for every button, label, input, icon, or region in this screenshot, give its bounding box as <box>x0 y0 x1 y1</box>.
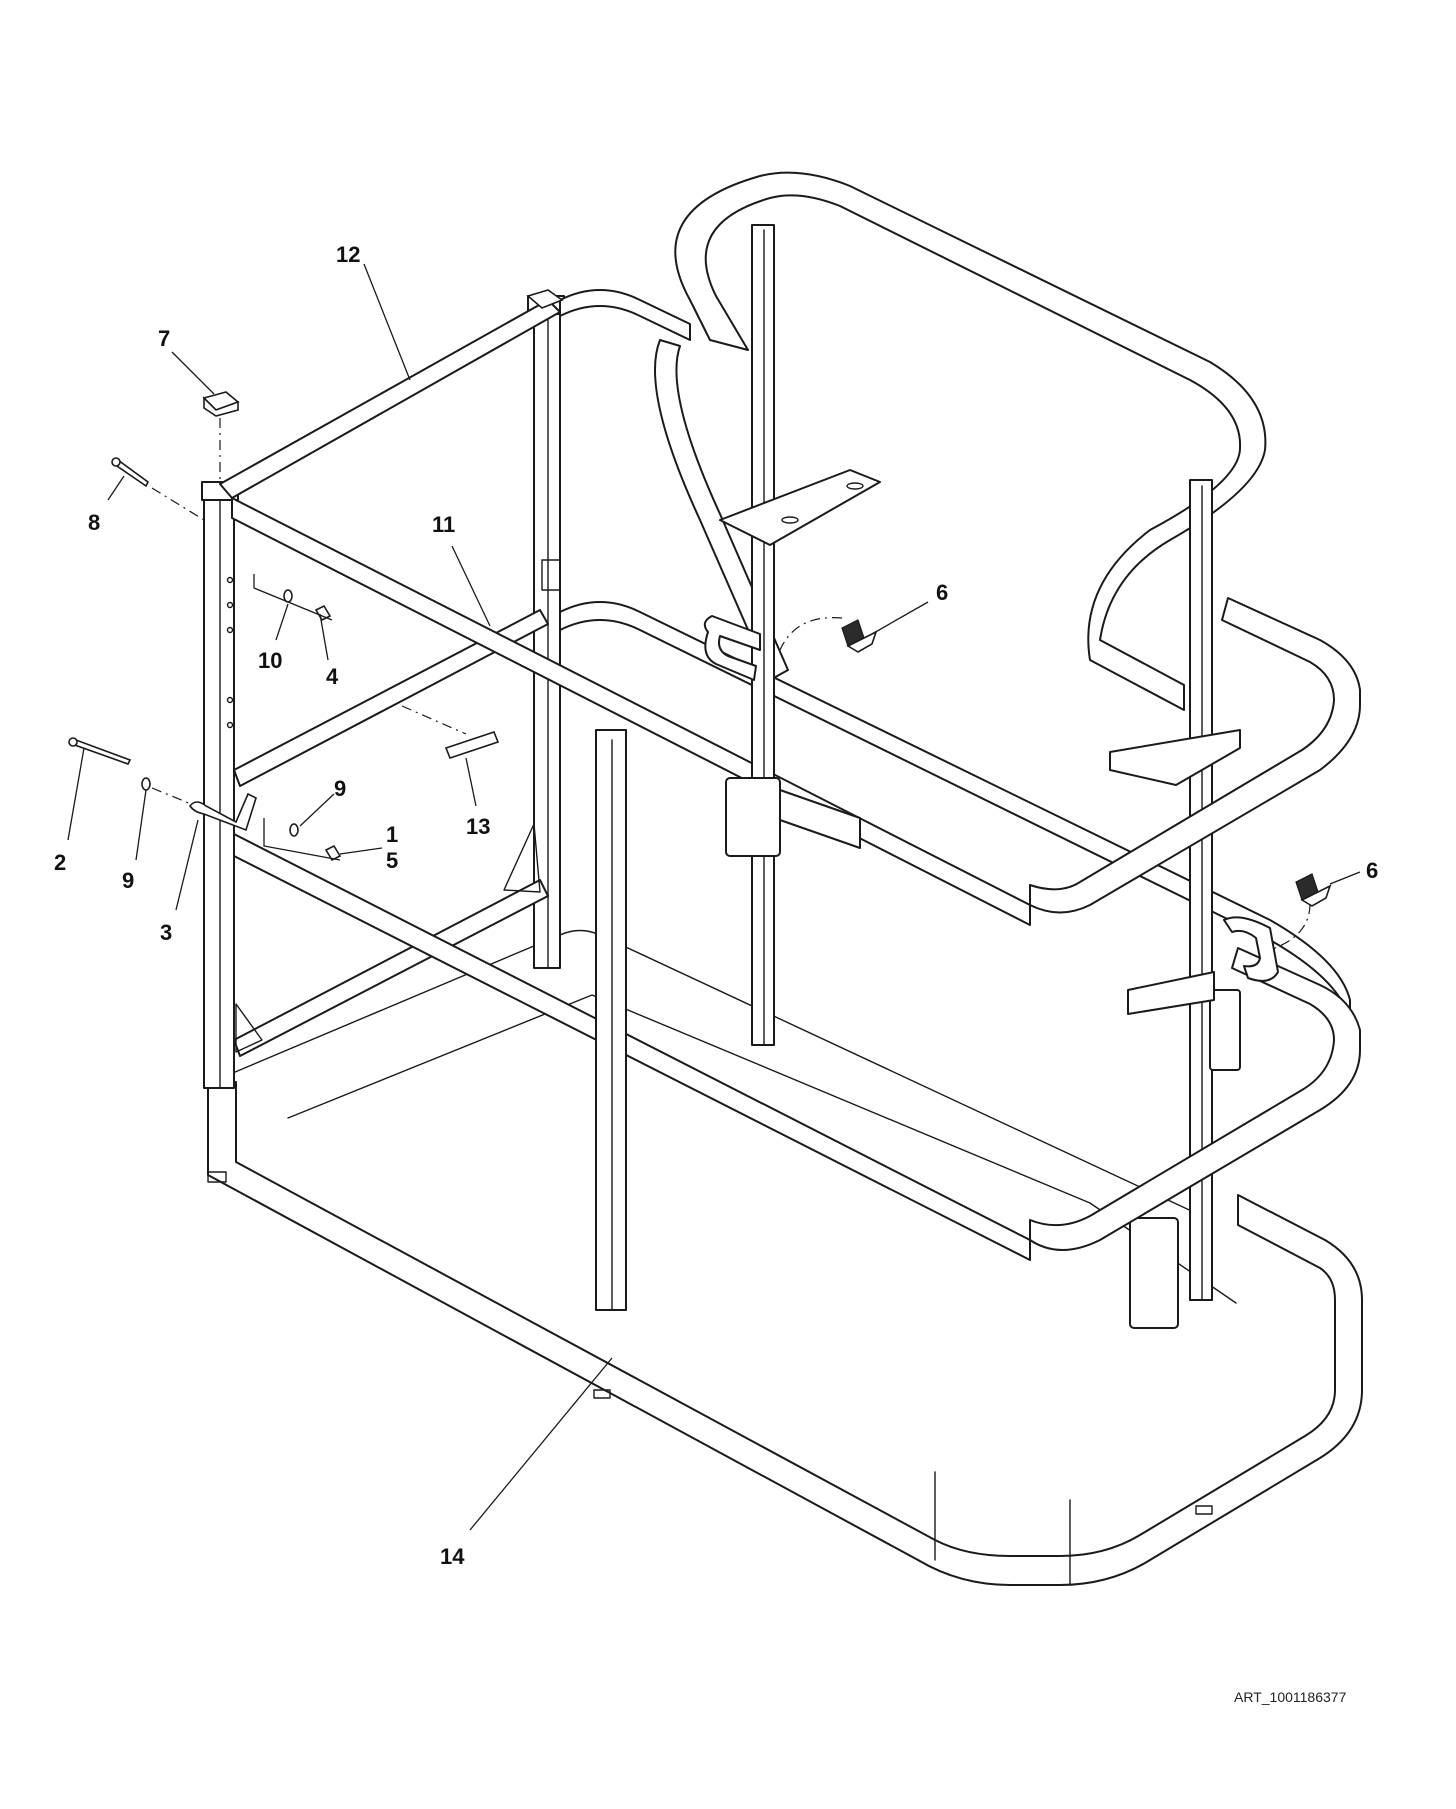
callout-2: 2 <box>54 850 66 875</box>
decal-plate <box>446 732 498 758</box>
washer-center <box>290 824 298 836</box>
leader-13 <box>466 758 476 806</box>
hardware-upper-guide <box>254 574 332 620</box>
rear-top-rail <box>560 290 690 340</box>
toe-board-notch-corner <box>1196 1506 1212 1514</box>
callout-6b: 6 <box>1366 858 1378 883</box>
upper-loop-outer <box>675 173 1265 710</box>
left-end-lower-rail <box>234 880 548 1056</box>
callout-4: 4 <box>326 664 339 689</box>
leader-2 <box>68 748 84 840</box>
leader-6b <box>1330 872 1360 884</box>
front-center-post <box>596 730 626 1310</box>
post-hole-3 <box>228 628 233 633</box>
leader-4 <box>320 614 328 660</box>
callout-7: 7 <box>158 326 170 351</box>
left-end-mid-rail <box>234 610 548 786</box>
hinge-plate-center <box>726 778 780 856</box>
latch-plate-lower <box>1130 1218 1178 1328</box>
callout-6a: 6 <box>936 580 948 605</box>
leader-10 <box>276 604 288 640</box>
hinge-plate-right <box>1210 990 1240 1070</box>
gate-mount-plate-top <box>720 470 880 545</box>
right-outer-rails <box>705 598 1360 1250</box>
left-back-post <box>534 308 560 968</box>
hinge-pin-handle <box>190 794 256 830</box>
callout-5: 5 <box>386 848 398 873</box>
nut-center <box>326 846 340 860</box>
leader-6a <box>872 602 928 634</box>
lower-bolt-head <box>69 738 77 746</box>
decal-dash <box>402 706 466 734</box>
upper-bolt-head <box>112 458 120 466</box>
gate-right-upright <box>1190 480 1212 1300</box>
back-post-cap <box>528 290 562 308</box>
lower-bolt-dash <box>152 788 196 806</box>
callout-13: 13 <box>466 814 490 839</box>
leader-12 <box>364 264 410 380</box>
rail-plug-upper-dash <box>780 618 842 650</box>
callout-10: 10 <box>258 648 282 673</box>
toe-board-front-face <box>208 1082 1362 1585</box>
callout-leaders <box>68 264 1360 1530</box>
post-hole-4 <box>228 698 233 703</box>
leader-7 <box>172 352 214 394</box>
right-top-loop-rail <box>1030 598 1360 913</box>
hinge-bracket-right <box>1128 972 1214 1014</box>
handle-loop-right <box>1224 917 1278 981</box>
rail-plug-upper-body <box>848 632 876 652</box>
callout-3: 3 <box>160 920 172 945</box>
callout-12: 12 <box>336 242 360 267</box>
hinge-bracket-center <box>780 790 860 848</box>
hardware-center-guide <box>264 818 340 860</box>
left-gusset-mid <box>504 824 540 892</box>
leader-1-5 <box>340 848 382 854</box>
left-gusset-lower <box>236 1004 262 1052</box>
post-hole-2 <box>228 603 233 608</box>
leader-14 <box>470 1358 612 1530</box>
upper-loop-rail <box>655 173 1265 1328</box>
leader-11 <box>452 546 490 626</box>
right-lower-loop-rail <box>1030 948 1360 1250</box>
rail-plug-lower-dash <box>1270 904 1310 950</box>
front-lower-rail <box>234 834 1030 1260</box>
callout-14: 14 <box>440 1544 465 1569</box>
callout-1: 1 <box>386 822 398 847</box>
callout-8: 8 <box>88 510 100 535</box>
mount-plate-slot-1 <box>782 517 798 523</box>
left-back-post-clip <box>542 560 560 590</box>
left-front-post <box>204 488 234 1088</box>
exploded-parts <box>69 290 1330 950</box>
callout-11: 11 <box>432 512 455 537</box>
toe-board-assembly <box>208 931 1362 1586</box>
left-end-frame <box>202 296 564 1088</box>
handle-loop-left <box>705 616 760 680</box>
washer-lower-left <box>142 778 150 790</box>
leader-9a <box>300 794 334 826</box>
leader-8 <box>108 476 124 500</box>
art-reference-number: ART_1001186377 <box>1234 1689 1347 1705</box>
post-cap-body <box>204 398 238 416</box>
leader-9b <box>136 790 146 860</box>
post-hole-1 <box>228 578 233 583</box>
callout-9a: 9 <box>334 776 346 801</box>
post-hole-5 <box>228 723 233 728</box>
upper-bolt-dash <box>152 488 204 520</box>
callout-labels: 12 7 8 11 6 10 4 9 1 5 13 2 9 3 6 14 <box>54 242 1378 1569</box>
callout-9b: 9 <box>122 868 134 893</box>
lower-bolt <box>72 740 130 764</box>
toe-board-notch-left <box>208 1172 226 1182</box>
leader-3 <box>176 820 198 910</box>
gate-mount-plate-right <box>1110 730 1240 785</box>
mount-plate-slot-2 <box>847 483 863 489</box>
toe-board-notch-front <box>594 1390 610 1398</box>
